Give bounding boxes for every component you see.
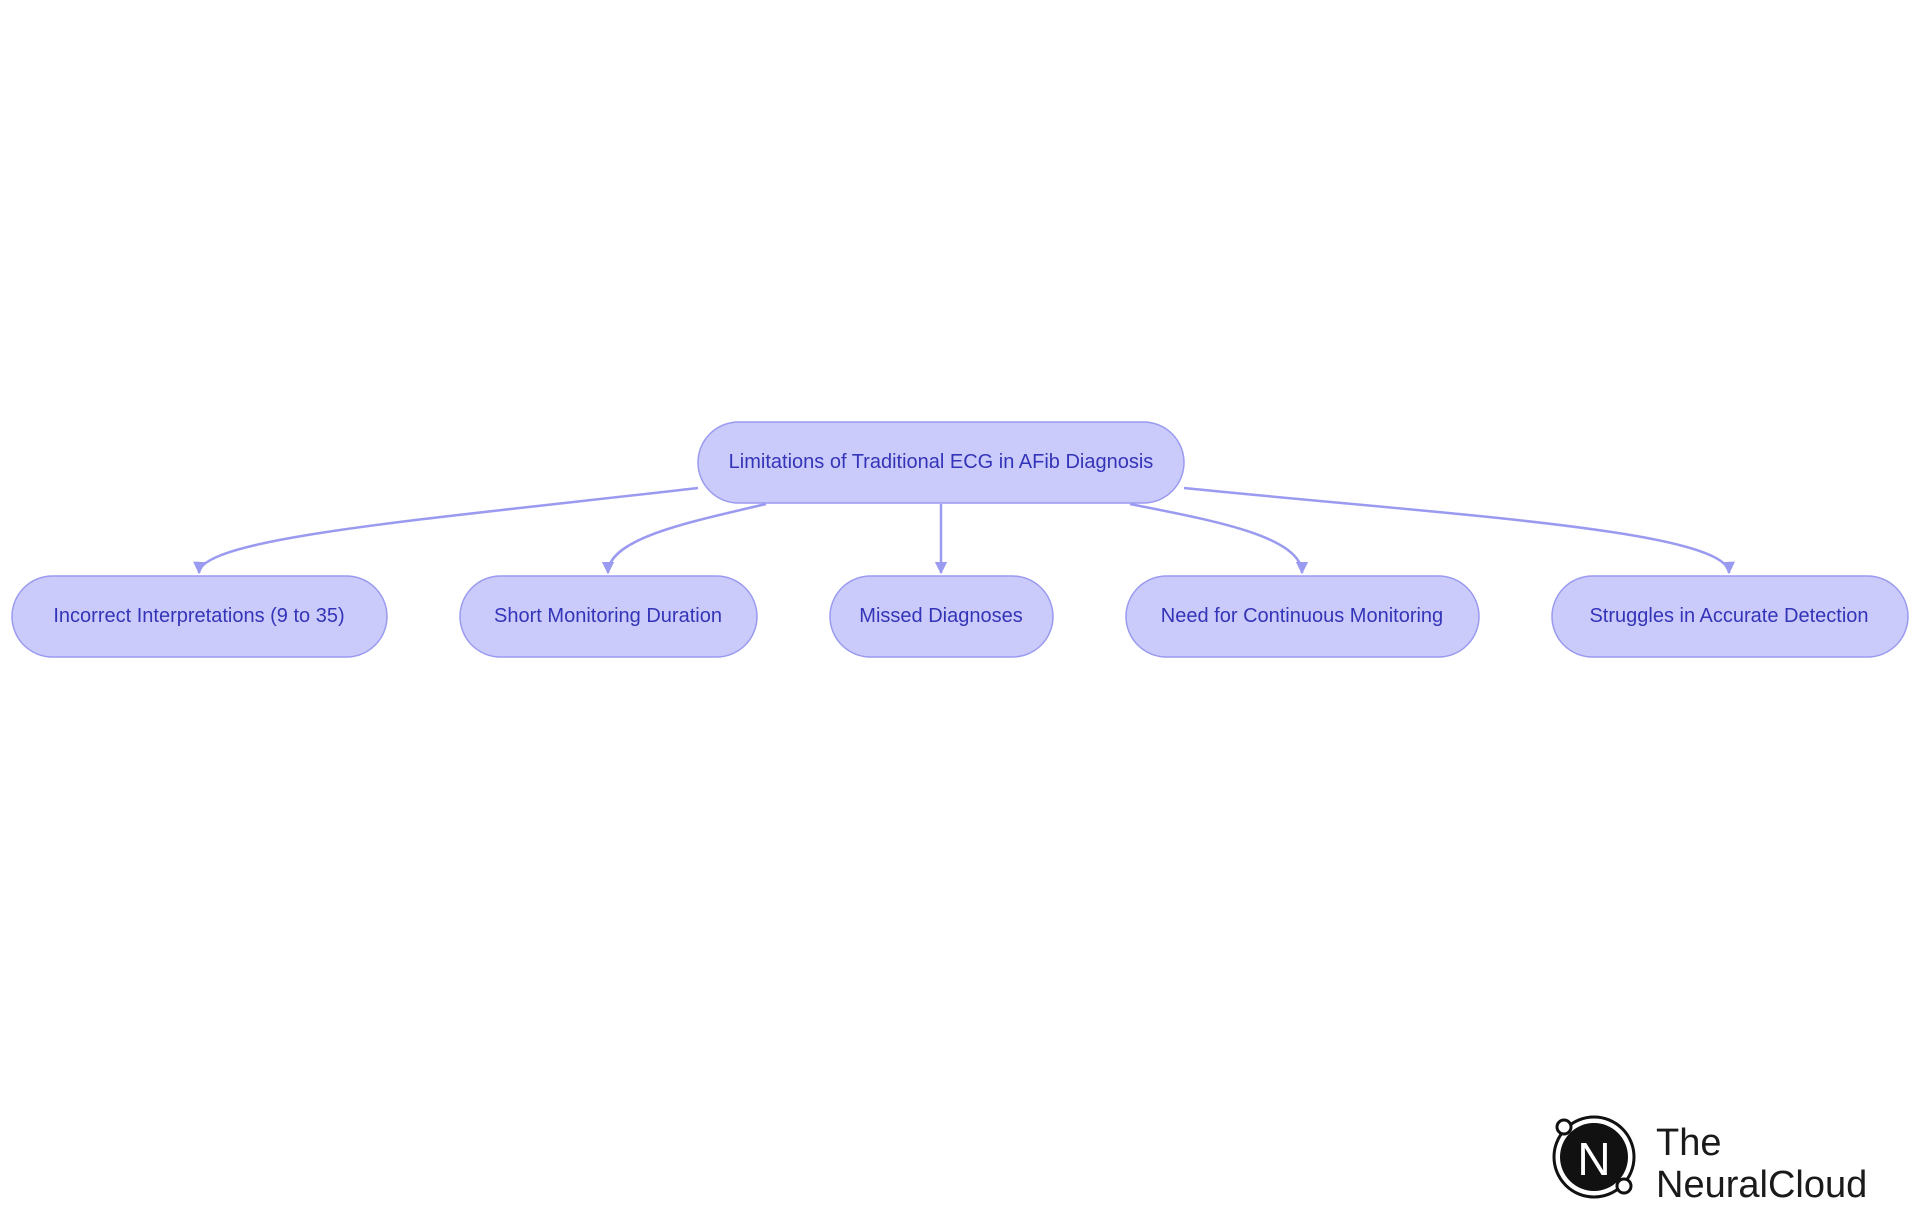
edges	[193, 486, 1735, 575]
child-node-label: Incorrect Interpretations (9 to 35)	[53, 605, 344, 627]
child-node-label: Short Monitoring Duration	[494, 605, 722, 627]
n-circle-logo-icon: N	[1552, 1115, 1636, 1199]
root-node-label: Limitations of Traditional ECG in AFib D…	[729, 451, 1154, 473]
edge-root-to-continuous-monitoring	[1129, 502, 1309, 575]
root-node-shape	[697, 421, 1185, 504]
edge-root-to-accurate-detection	[1183, 486, 1735, 575]
edge-root-to-short-monitoring	[601, 502, 767, 575]
child-node-short-monitoring: Short Monitoring Duration	[459, 575, 758, 658]
neuralcloud-logo: N The NeuralCloud	[1552, 1115, 1867, 1206]
child-node-shape	[1551, 575, 1909, 658]
logo-text-line2: NeuralCloud	[1656, 1164, 1867, 1206]
child-node-shape	[1125, 575, 1480, 658]
child-node-shape	[829, 575, 1054, 658]
child-node-label: Need for Continuous Monitoring	[1161, 605, 1443, 627]
child-node-shape	[459, 575, 758, 658]
edge-root-to-incorrect-interpretations	[193, 486, 699, 575]
child-node-label: Struggles in Accurate Detection	[1589, 605, 1868, 627]
child-node-shape	[11, 575, 388, 658]
logo-glyph: N	[1577, 1133, 1610, 1185]
child-node-accurate-detection: Struggles in Accurate Detection	[1551, 575, 1909, 658]
root-node: Limitations of Traditional ECG in AFib D…	[697, 421, 1185, 504]
child-node-missed-diagnoses: Missed Diagnoses	[829, 575, 1054, 658]
child-node-label: Missed Diagnoses	[859, 605, 1022, 627]
logo-text-line1: The	[1656, 1122, 1721, 1164]
child-node-incorrect-interpretations: Incorrect Interpretations (9 to 35)	[11, 575, 388, 658]
child-node-continuous-monitoring: Need for Continuous Monitoring	[1125, 575, 1480, 658]
